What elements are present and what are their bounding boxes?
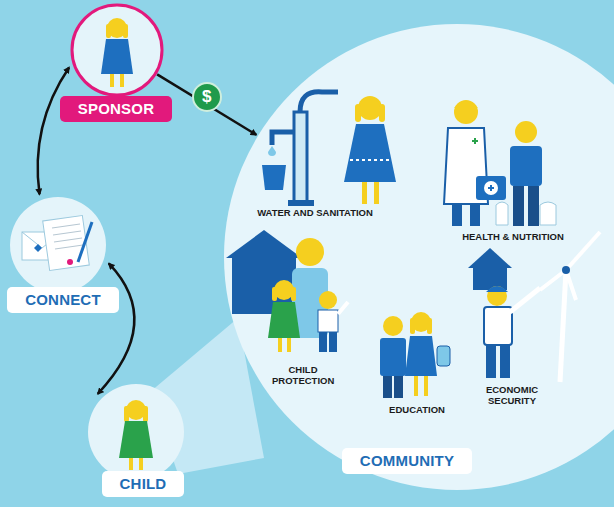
node-label: COMMUNITY — [342, 448, 472, 474]
health-boy — [496, 121, 556, 226]
area-label: ECONOMIC SECURITY — [481, 384, 543, 406]
small-house — [468, 248, 512, 290]
water-girl — [344, 96, 396, 204]
area-label: HEALTH & NUTRITION — [462, 231, 564, 242]
house — [226, 230, 302, 314]
water-pump — [262, 92, 338, 206]
family — [268, 238, 348, 352]
sponsor-figure — [101, 18, 133, 87]
worker — [484, 286, 540, 378]
node-label: SPONSOR — [60, 96, 172, 122]
node-label: CONNECT — [7, 287, 119, 313]
letter-icon — [22, 215, 92, 270]
money-badge: $ — [192, 82, 222, 112]
flow-arrow — [98, 263, 135, 393]
area-label: EDUCATION — [389, 404, 445, 415]
flow-arrow — [38, 67, 69, 194]
area-label: WATER AND SANITATION — [257, 207, 373, 218]
area-label: CHILD PROTECTION — [272, 364, 334, 386]
students — [380, 312, 450, 398]
child-figure — [119, 400, 153, 470]
node-label: CHILD — [102, 471, 185, 497]
wind-turbine — [540, 232, 600, 382]
flow-arrow — [157, 74, 256, 134]
